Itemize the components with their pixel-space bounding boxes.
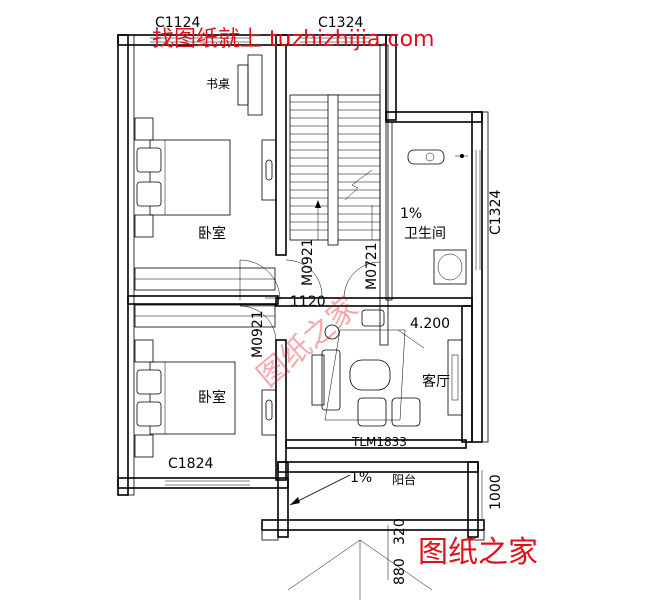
dimension-lines [265, 297, 483, 600]
slope-balcony: 1% [350, 470, 372, 486]
dim-step2: 880 [392, 558, 408, 585]
slope-bath: 1% [400, 206, 422, 222]
windows [150, 37, 481, 486]
bottom-bedroom-furniture [134, 304, 277, 458]
door-label-balcony: TLM1833 [351, 435, 407, 449]
watermark-bottom: 图纸之家 [418, 535, 538, 570]
outer-walls [117, 34, 489, 541]
watermark-top: 找图纸就上 tuzhizhijia.com [152, 27, 434, 52]
top-bedroom-furniture [134, 54, 277, 291]
door-label-stair: M0921 [300, 238, 316, 286]
window-label-right: C1324 [488, 190, 504, 235]
living-furniture [311, 309, 463, 427]
room-label-living: 客厅 [422, 373, 450, 390]
room-label-bedroom-bottom: 卧室 [198, 389, 226, 406]
dim-level: 4.200 [410, 316, 450, 332]
dim-balcony-depth: 1000 [488, 474, 504, 510]
window-label-top-left: C1124 [155, 15, 200, 31]
window-label-top-mid: C1324 [318, 15, 363, 31]
room-label-desk: 书桌 [206, 77, 230, 91]
dim-step1: 320 [392, 518, 408, 545]
bathroom-fixtures [407, 149, 468, 285]
staircase [289, 94, 381, 246]
door-label-bath: M0721 [364, 242, 380, 290]
room-label-balcony: 阳台 [392, 472, 416, 487]
room-label-bathroom: 卫生间 [404, 226, 446, 242]
window-label-bottom-left: C1824 [168, 456, 213, 472]
room-label-bedroom-top: 卧室 [198, 225, 226, 242]
door-swings [239, 259, 381, 343]
dim-corridor: 1120 [290, 294, 326, 310]
door-label-bed: M0921 [250, 310, 266, 358]
